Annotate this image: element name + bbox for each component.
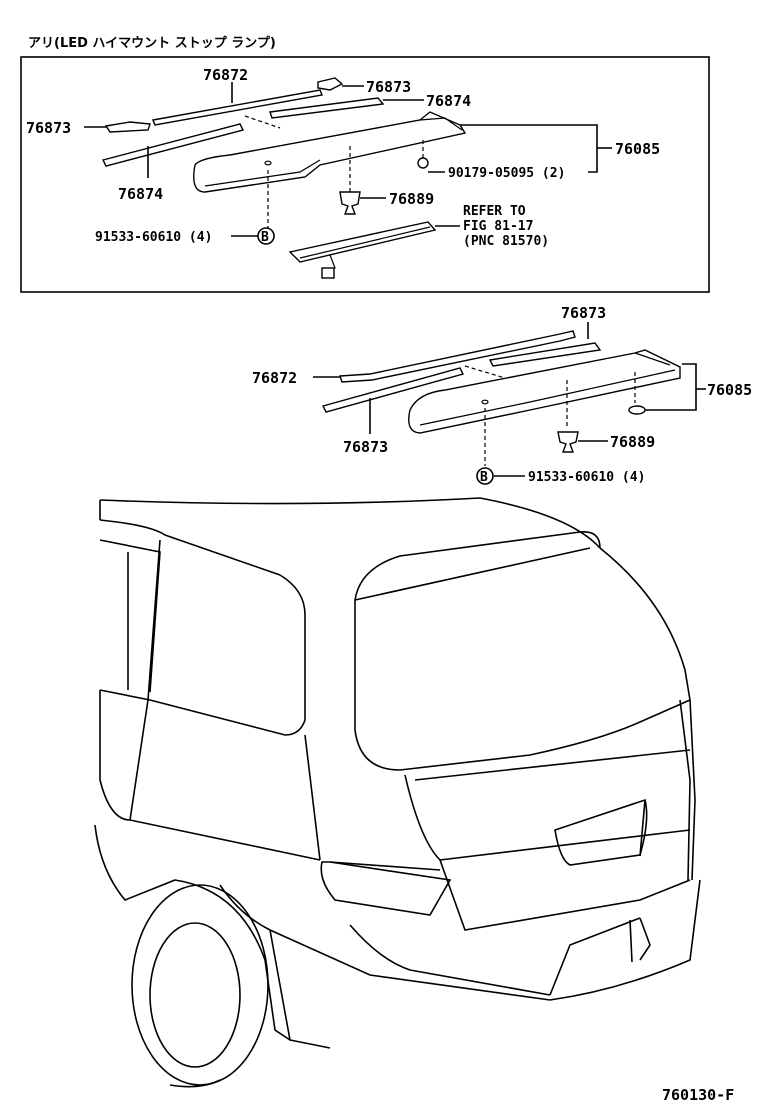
refer-line-3: (PNC 81570) — [463, 234, 549, 249]
label-90179-upper: 90179-05095 (2) — [448, 166, 565, 181]
label-91533-upper: 91533-60610 (4) — [95, 230, 212, 245]
label-76873-lower-bottom: 76873 — [343, 438, 388, 456]
upper-spoiler-body — [193, 111, 467, 193]
lower-bolt-marker: B — [480, 470, 488, 485]
upper-endcap-right — [317, 77, 344, 91]
diagram-title: アリ(LED ハイマウント ストップ ランプ) — [28, 36, 276, 51]
label-76873-lower-top: 76873 — [561, 304, 606, 322]
upper-strip-76874-right — [269, 97, 385, 119]
upper-clip-76889 — [339, 191, 361, 215]
lower-bolt-marker-circle — [476, 467, 494, 485]
upper-panel-frame — [20, 56, 710, 293]
refer-line-1: REFER TO — [463, 204, 526, 219]
lower-grommet — [628, 405, 646, 415]
upper-strip-76874-left — [101, 123, 245, 167]
upper-leader-lines — [84, 82, 612, 237]
lower-strip-76872 — [339, 330, 576, 383]
label-76874-upper-left: 76874 — [118, 185, 163, 203]
label-76873-upper-left: 76873 — [26, 119, 71, 137]
label-76874-upper-right: 76874 — [426, 92, 471, 110]
label-76889-upper: 76889 — [389, 190, 434, 208]
vehicle-rear-illustration — [94, 497, 701, 1088]
lower-spoiler-body — [408, 349, 681, 434]
rear-tire — [131, 884, 269, 1086]
label-91533-lower: 91533-60610 (4) — [528, 470, 645, 485]
upper-led-lamp — [288, 221, 437, 263]
figure-number: 760130-F — [662, 1086, 734, 1104]
upper-strip-76872 — [152, 89, 323, 126]
label-76872-upper: 76872 — [203, 66, 248, 84]
upper-bolt-marker-circle — [257, 227, 275, 245]
upper-bolt-marker: B — [261, 230, 269, 245]
label-76872-lower: 76872 — [252, 369, 297, 387]
lower-leader-lines — [313, 322, 706, 477]
lower-clip-76889 — [557, 431, 579, 453]
refer-line-2: FIG 81-17 — [463, 219, 533, 234]
lower-strip-76873-bottom — [321, 367, 465, 413]
upper-spoiler-assembly — [101, 77, 467, 279]
upper-endcap-left — [104, 121, 151, 133]
label-76085-upper: 76085 — [615, 140, 660, 158]
lower-spoiler-assembly — [321, 330, 681, 466]
label-76889-lower: 76889 — [610, 433, 655, 451]
lower-strip-inner — [488, 342, 602, 367]
label-76085-lower: 76085 — [707, 381, 752, 399]
label-76873-upper-right: 76873 — [366, 78, 411, 96]
